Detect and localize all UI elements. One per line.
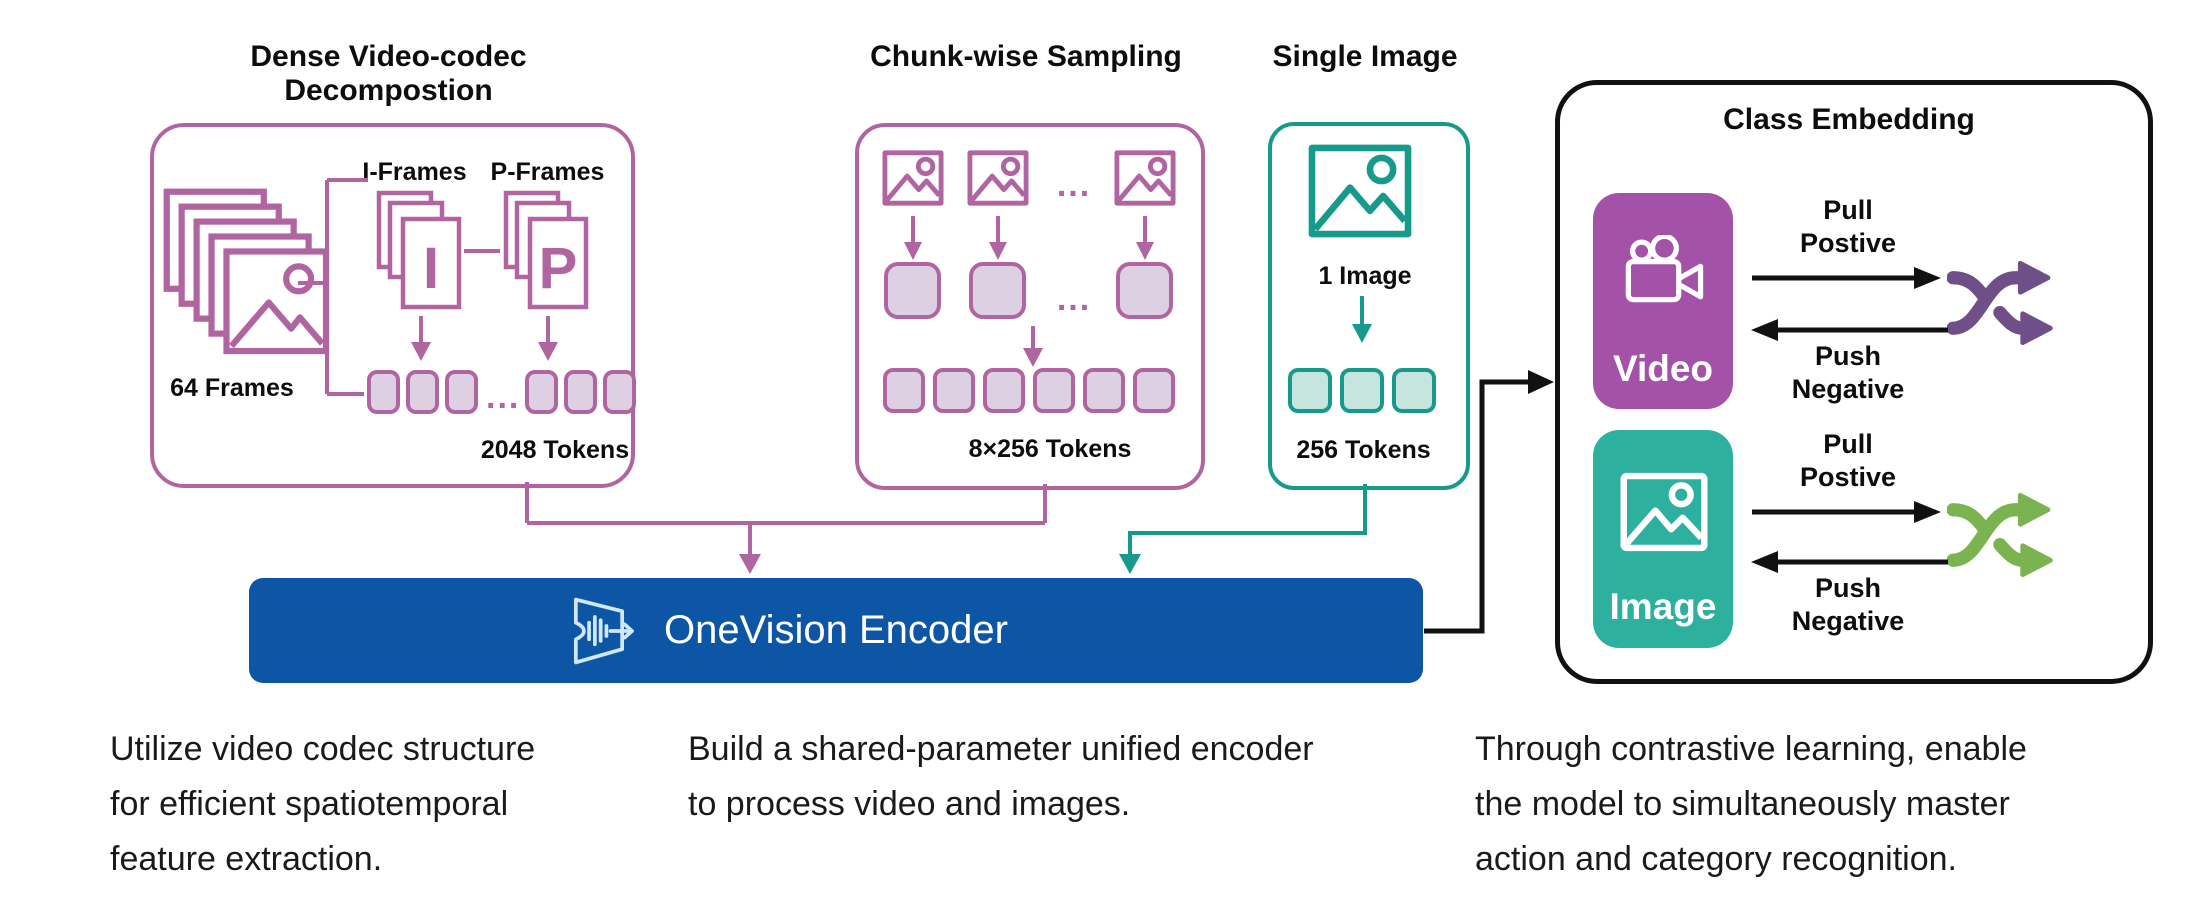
caption-line: to process video and images.: [688, 785, 1131, 823]
frames-count-label: 64 Frames: [170, 374, 294, 402]
token: [1392, 368, 1436, 413]
chunk-tokens-ellipsis: ...: [1056, 280, 1092, 318]
video-push-negative-label: Push Negative: [1748, 340, 1948, 406]
chunk-token-row: [883, 368, 1183, 413]
image-icon: [1618, 466, 1710, 563]
pull-line: Pull: [1823, 429, 1873, 459]
chunk-section-title: Chunk-wise Sampling: [870, 40, 1182, 73]
dense-tokens-count-label: 2048 Tokens: [480, 436, 630, 464]
image-embedding-label: Image: [1609, 586, 1717, 627]
encoder-label: OneVision Encoder: [664, 608, 1008, 652]
token: [1033, 368, 1075, 413]
image-icon: [882, 147, 944, 214]
pull-line: Pull: [1823, 195, 1873, 225]
token: [1288, 368, 1332, 413]
caption-line: feature extraction.: [110, 840, 383, 878]
token: [525, 370, 559, 414]
video-pull-positive-label: Pull Postive: [1748, 194, 1948, 260]
image-icon: [1305, 138, 1415, 249]
chunk-images-ellipsis: ...: [1056, 166, 1092, 204]
chunk-token: [884, 262, 941, 319]
token: [1340, 368, 1384, 413]
onevision-encoder-bar: [249, 578, 1423, 683]
class-embedding-box: [1555, 80, 2153, 684]
class-embedding-title: Class Embedding: [1723, 103, 1975, 136]
i-frames-label: I-Frames: [362, 158, 467, 186]
caption-line: for efficient spatiotemporal: [110, 785, 509, 823]
negative-line: Negative: [1791, 374, 1905, 404]
token: [1083, 368, 1125, 413]
chunk-tokens-count-label: 8×256 Tokens: [968, 435, 1132, 463]
single-token-row: [1288, 368, 1444, 413]
push-line: Push: [1814, 341, 1881, 371]
p-frame-stack-icon: P: [503, 190, 589, 312]
token: [406, 370, 439, 414]
caption-line: action and category recognition.: [1475, 840, 1957, 878]
token: [564, 370, 598, 414]
token: [367, 370, 400, 414]
image-push-negative-label: Push Negative: [1748, 572, 1948, 638]
single-tokens-count-label: 256 Tokens: [1296, 436, 1431, 464]
caption-contrastive: Through contrastive learning, enable the…: [1475, 722, 2195, 887]
chunk-token: [1116, 262, 1173, 319]
token: [983, 368, 1025, 413]
i-frame-stack-icon: I: [376, 190, 462, 312]
token: [883, 368, 925, 413]
chunk-token: [969, 262, 1026, 319]
image-embedding-block: [1593, 430, 1733, 648]
image-icon: [1114, 147, 1176, 214]
encoder-icon: [556, 588, 642, 679]
single-image-count-label: 1 Image: [1318, 262, 1412, 290]
shuffle-icon: [1946, 243, 2072, 368]
i-frame-letter: I: [423, 236, 439, 301]
video-embedding-label: Video: [1612, 348, 1714, 389]
push-line: Push: [1814, 573, 1881, 603]
dense-token-row: ...: [367, 370, 642, 414]
dense-box: [150, 123, 635, 488]
p-frames-label: P-Frames: [490, 158, 605, 186]
caption-dense: Utilize video codec structure for effici…: [110, 722, 670, 887]
single-image-box: [1268, 122, 1470, 490]
image-pull-positive-label: Pull Postive: [1748, 428, 1948, 494]
caption-line: Utilize video codec structure: [110, 730, 536, 768]
tokens-ellipsis: ...: [486, 378, 521, 416]
caption-line: Build a shared-parameter unified encoder: [688, 730, 1314, 768]
caption-line: the model to simultaneously master: [1475, 785, 2010, 823]
caption-line: Through contrastive learning, enable: [1475, 730, 2027, 768]
positive-line: Postive: [1799, 462, 1897, 492]
token: [445, 370, 478, 414]
photo-stack-icon: [163, 188, 331, 356]
token: [933, 368, 975, 413]
positive-line: Postive: [1799, 228, 1897, 258]
negative-line: Negative: [1791, 606, 1905, 636]
p-frame-letter: P: [539, 236, 578, 301]
pink-merge-connector: [525, 482, 1047, 554]
token: [1133, 368, 1175, 413]
shuffle-icon: [1946, 475, 2072, 600]
dense-section-title: Dense Video-codec Decompostion: [250, 40, 527, 107]
caption-encoder: Build a shared-parameter unified encoder…: [688, 722, 1448, 832]
video-camera-icon: [1616, 233, 1711, 316]
image-icon: [967, 147, 1029, 214]
single-image-section-title: Single Image: [1272, 40, 1458, 73]
token: [603, 370, 637, 414]
